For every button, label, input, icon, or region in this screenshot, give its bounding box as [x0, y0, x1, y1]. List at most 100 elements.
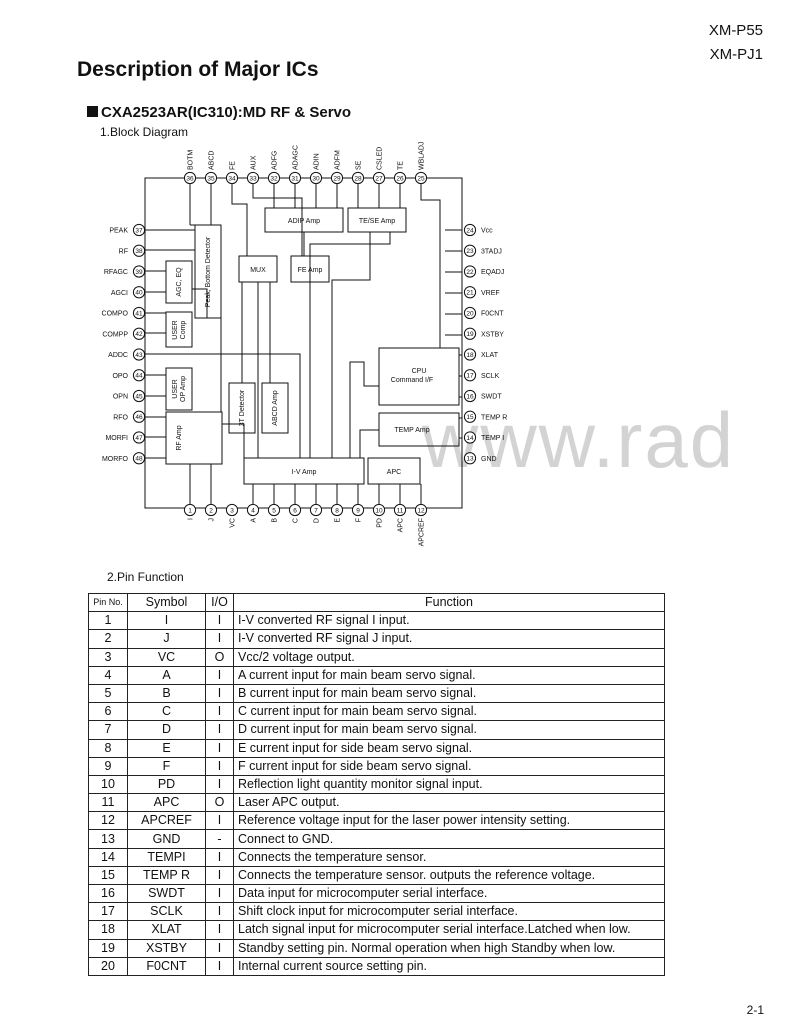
io-cell: I	[205, 847, 234, 867]
symbol-cell: TEMP R	[127, 865, 206, 886]
pin-circle	[246, 171, 260, 185]
pin-number: 44	[135, 373, 143, 380]
pin-circle	[132, 286, 146, 299]
function-cell: D current input for main beam servo sign…	[233, 720, 665, 740]
pin-label: RFO	[113, 414, 128, 421]
column-header: Pin No.	[88, 592, 128, 613]
pin-circle	[463, 244, 477, 257]
symbol-cell: C	[127, 702, 206, 722]
symbol-cell: E	[127, 738, 206, 758]
pin-circle	[463, 389, 477, 403]
pin-number-cell: 3	[88, 647, 128, 667]
pin-label: I	[188, 518, 195, 520]
pin-number: 32	[270, 175, 278, 182]
peak-bottom-label: Peak, Bottom Detector	[205, 236, 212, 307]
io-cell: I	[205, 665, 234, 685]
pin-number-cell: 4	[88, 665, 128, 685]
pin-number-cell: 14	[88, 847, 128, 867]
pin-number-cell: 10	[88, 774, 128, 795]
pin-number: 31	[291, 175, 299, 182]
function-cell: Reflection light quantity monitor signal…	[233, 774, 665, 795]
symbol-cell: XSTBY	[127, 938, 206, 958]
pin-circle	[330, 503, 344, 517]
pin-number-cell: 1	[88, 611, 128, 631]
pin-label: ADAGC	[293, 145, 300, 170]
function-cell: I-V converted RF signal I input.	[233, 611, 665, 631]
io-cell: I	[205, 702, 234, 722]
pin-label: APC	[398, 518, 405, 532]
pin-label: SWDT	[481, 394, 502, 401]
pin-number: 11	[397, 507, 404, 514]
symbol-cell: GND	[127, 829, 206, 849]
io-cell: I	[205, 720, 234, 740]
pin-circle	[414, 503, 428, 517]
symbol-cell: B	[127, 683, 206, 704]
column-header: I/O	[205, 592, 234, 613]
pin-number-cell: 6	[88, 702, 128, 722]
io-cell: I	[205, 611, 234, 631]
pin-number-cell: 19	[88, 938, 128, 958]
pin-number: 13	[466, 456, 474, 463]
user-comp-label-2: Comp	[180, 321, 187, 340]
pin-circle	[132, 389, 146, 403]
page-title: Description of Major ICs	[77, 58, 319, 81]
pin-number-cell: 11	[88, 793, 128, 813]
pin-circle	[372, 503, 386, 517]
pin-circle	[463, 452, 477, 465]
pin-circle	[351, 503, 365, 517]
pin-label: XSTBY	[481, 331, 504, 338]
symbol-cell: F0CNT	[127, 956, 206, 976]
user-op-label-2: OP Amp	[180, 376, 187, 402]
symbol-cell: SWDT	[127, 883, 206, 904]
pin-circle	[463, 223, 477, 237]
symbol-cell: A	[127, 665, 206, 685]
pin-number: 21	[466, 290, 474, 297]
pin-circle	[132, 265, 146, 278]
function-cell: B current input for main beam servo sign…	[233, 683, 665, 704]
rf-amp-block	[165, 411, 223, 465]
pin-circle	[414, 171, 428, 185]
column-header: Function	[233, 592, 665, 613]
pin-label: ADIN	[314, 153, 321, 170]
pin-circle	[132, 452, 146, 465]
pin-label: APCREF	[419, 518, 426, 546]
pin-circle	[246, 503, 260, 517]
pin-number: 34	[228, 175, 236, 182]
pin-circle	[393, 503, 407, 517]
symbol-cell: SCLK	[127, 902, 206, 922]
pin-circle	[463, 431, 477, 444]
pin-number: 39	[135, 269, 143, 276]
pin-label: E	[335, 518, 342, 523]
pin-number: 6	[293, 507, 297, 514]
pin-number: 40	[135, 290, 143, 297]
function-cell: Shift clock input for microcomputer seri…	[233, 902, 665, 922]
pin-circle	[309, 503, 323, 517]
pin-label: F	[356, 518, 363, 522]
user-op-label: USER	[172, 379, 179, 398]
pin-label: AUX	[251, 155, 258, 170]
pin-number: 7	[314, 507, 318, 514]
function-cell: C current input for main beam servo sign…	[233, 702, 665, 722]
io-cell: I	[205, 774, 234, 795]
te-se-amp-label: TE/SE Amp	[359, 218, 395, 225]
function-cell: Vcc/2 voltage output.	[233, 647, 665, 667]
pin-number: 25	[417, 175, 425, 182]
pin-label: TEMP I	[481, 435, 504, 442]
pin-number-cell: 7	[88, 720, 128, 740]
io-cell: I	[205, 920, 234, 940]
pin-number: 15	[466, 414, 474, 421]
pin-circle	[225, 171, 239, 185]
iv-amp-block	[243, 457, 365, 485]
pin-circle	[132, 410, 146, 423]
function-cell: A current input for main beam servo sign…	[233, 665, 665, 685]
pin-number: 19	[466, 331, 474, 338]
pin-circle	[132, 348, 146, 361]
pin-number: 30	[312, 175, 320, 182]
pin-circle	[463, 348, 477, 361]
pin-label: AGCI	[111, 290, 128, 297]
